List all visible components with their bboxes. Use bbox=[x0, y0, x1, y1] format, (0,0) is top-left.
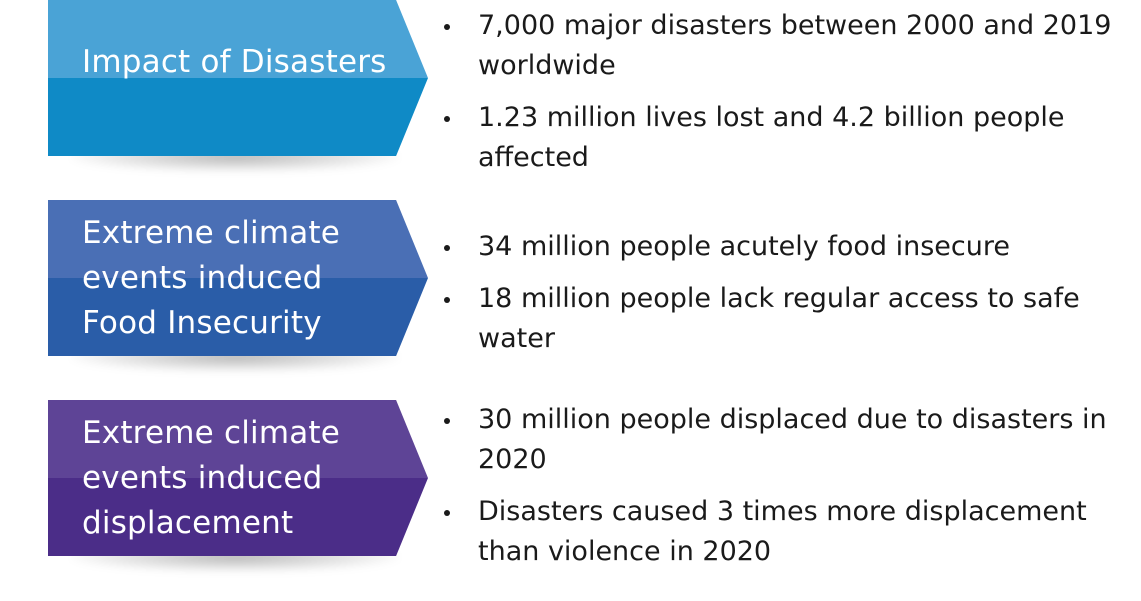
arrow-label-line: events induced bbox=[82, 259, 323, 296]
arrow-label-line: Extreme climate bbox=[82, 414, 341, 451]
bullet-icon bbox=[444, 418, 450, 424]
bullet-text: 30 million people displaced due to disas… bbox=[478, 404, 1107, 475]
bullet-text: 7,000 major disasters between 2000 and 2… bbox=[478, 10, 1112, 81]
arrow-banner-impact: Impact of Disasters bbox=[48, 0, 428, 156]
bullet-item: 1.23 million lives lost and 4.2 billion … bbox=[440, 98, 1130, 178]
bullet-text: 1.23 million lives lost and 4.2 billion … bbox=[478, 102, 1065, 173]
arrow-banner-food-insecurity: Extreme climate events induced Food Inse… bbox=[48, 200, 428, 356]
bullet-icon bbox=[444, 24, 450, 30]
bullet-text: 34 million people acutely food insecure bbox=[478, 231, 1010, 262]
arrow-label-line: events induced bbox=[82, 459, 323, 496]
arrow-label-line: Extreme climate bbox=[82, 214, 341, 251]
arrow-bottom-half bbox=[48, 478, 428, 556]
arrow-banner-displacement: Extreme climate events induced displacem… bbox=[48, 400, 428, 556]
arrow-label-line: Food Insecurity bbox=[82, 304, 322, 341]
bullet-item: 18 million people lack regular access to… bbox=[440, 279, 1130, 359]
bullet-list-impact: 7,000 major disasters between 2000 and 2… bbox=[440, 6, 1130, 190]
bullet-item: Disasters caused 3 times more displaceme… bbox=[440, 492, 1130, 572]
bullet-item: 34 million people acutely food insecure bbox=[440, 227, 1130, 267]
bullet-item: 30 million people displaced due to disas… bbox=[440, 400, 1130, 480]
bullet-item: 7,000 major disasters between 2000 and 2… bbox=[440, 6, 1130, 86]
arrow-label-text: Impact of Disasters bbox=[82, 44, 387, 80]
arrow-top-half bbox=[48, 200, 428, 278]
arrow-label: Extreme climate events induced Food Inse… bbox=[82, 200, 398, 356]
bullet-list-displacement: 30 million people displaced due to disas… bbox=[440, 400, 1130, 584]
arrow-top-half bbox=[48, 0, 428, 78]
bullet-text: Disasters caused 3 times more displaceme… bbox=[478, 496, 1087, 567]
bullet-list-food-insecurity: 34 million people acutely food insecure … bbox=[440, 227, 1130, 371]
arrow-label: Impact of Disasters bbox=[82, 0, 398, 156]
arrow-label: Extreme climate events induced displacem… bbox=[82, 400, 398, 556]
bullet-text: 18 million people lack regular access to… bbox=[478, 283, 1080, 354]
bullet-icon bbox=[444, 297, 450, 303]
bullet-icon bbox=[444, 510, 450, 516]
arrow-bottom-half bbox=[48, 278, 428, 356]
bullet-icon bbox=[444, 245, 450, 251]
bullet-icon bbox=[444, 116, 450, 122]
arrow-label-line: displacement bbox=[82, 504, 294, 541]
arrow-top-half bbox=[48, 400, 428, 478]
arrow-bottom-half bbox=[48, 78, 428, 156]
